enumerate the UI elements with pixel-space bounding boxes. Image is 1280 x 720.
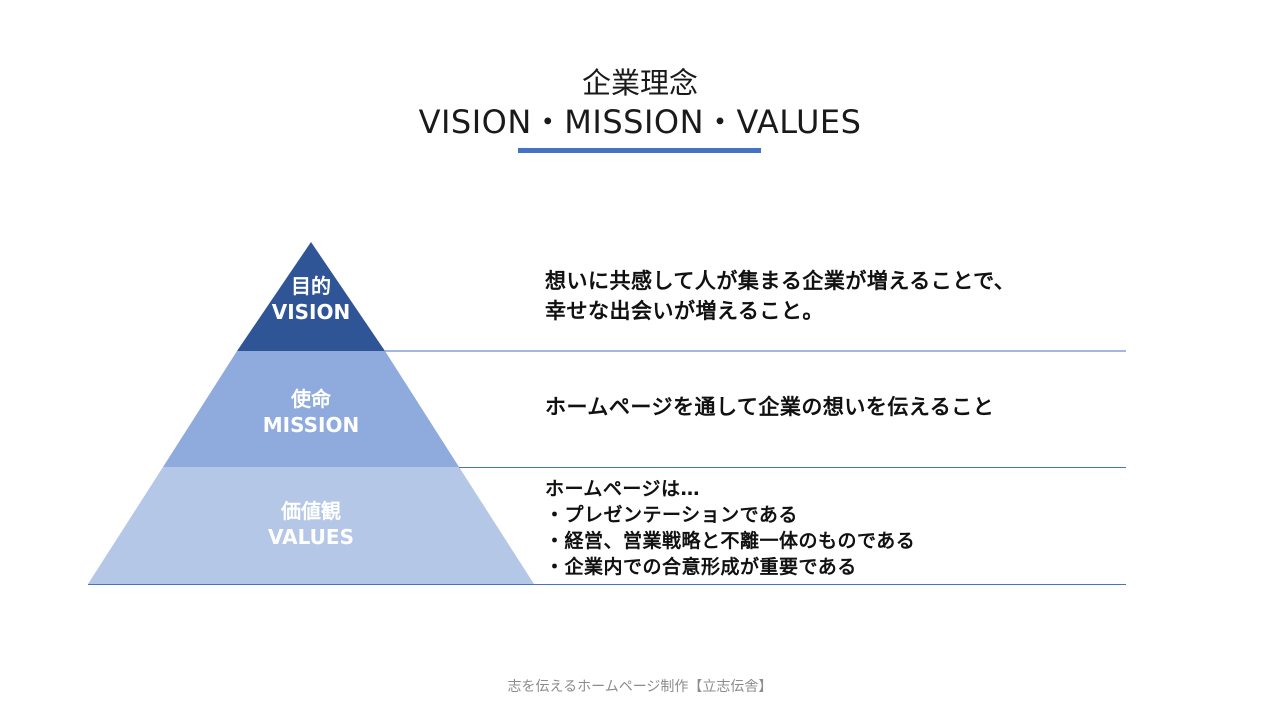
tier-label-mission-en: MISSION <box>262 413 360 437</box>
tier-label-mission-jp: 使命 <box>291 387 331 411</box>
tier-label-values-jp: 価値観 <box>281 499 341 523</box>
values-description-intro: ホームページは… <box>545 478 701 500</box>
tier-label-mission: 使命 MISSION <box>211 386 411 438</box>
pyramid-tier-values <box>88 467 534 584</box>
mission-description-line: ホームページを通して企業の想いを伝えること <box>545 395 995 419</box>
values-description: ホームページは… ・プレゼンテーションである ・経営、営業戦略と不離一体のもので… <box>545 476 915 580</box>
tier-label-vision-en: VISION <box>271 300 351 324</box>
values-description-item: ・プレゼンテーションである <box>545 504 798 526</box>
vision-description-line: 想いに共感して人が集まる企業が増えることで、 <box>545 269 1016 293</box>
pyramid-tier-vision <box>237 242 385 351</box>
tier-label-vision-jp: 目的 <box>291 274 331 298</box>
values-description-item: ・企業内での合意形成が重要である <box>545 556 857 578</box>
footer-credit: 志を伝えるホームページ制作【立志伝舎】 <box>507 679 773 695</box>
page-title: 企業理念 <box>581 66 698 100</box>
vision-description: 想いに共感して人が集まる企業が増えることで、 幸せな出会いが増えること。 <box>545 266 1015 326</box>
mission-description: ホームページを通して企業の想いを伝えること <box>545 392 994 422</box>
page-subtitle: VISION・MISSION・VALUES <box>418 103 862 141</box>
pyramid-tier-mission <box>163 351 459 467</box>
vision-description-line: 幸せな出会いが増えること。 <box>545 299 824 323</box>
title-block: 企業理念 VISION・MISSION・VALUES <box>0 64 1280 142</box>
values-description-item: ・経営、営業戦略と不離一体のものである <box>545 530 916 552</box>
tier-label-values-en: VALUES <box>268 525 354 549</box>
tier-label-values: 価値観 VALUES <box>211 498 411 550</box>
tier-label-vision: 目的 VISION <box>211 273 411 325</box>
title-underline <box>518 148 761 153</box>
